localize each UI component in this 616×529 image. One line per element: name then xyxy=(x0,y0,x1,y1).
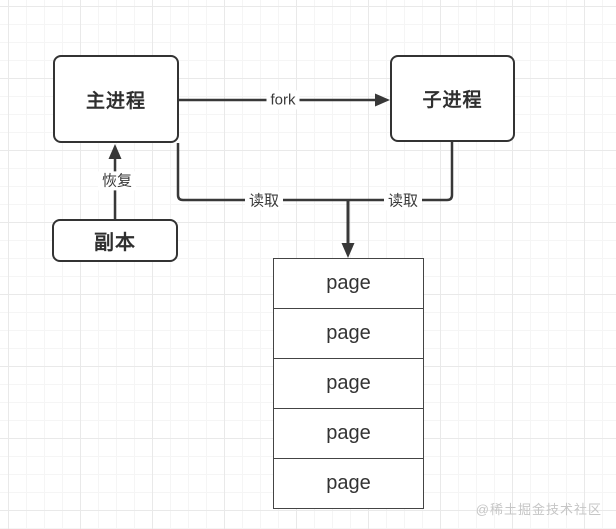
watermark-text: @稀土掘金技术社区 xyxy=(475,502,602,517)
edge-label-restore: 恢复 xyxy=(97,171,137,191)
page-cell: page xyxy=(326,272,371,294)
page-cell: page xyxy=(274,408,423,458)
node-child-process-label: 子进程 xyxy=(422,90,483,111)
page-cell: page xyxy=(274,458,423,508)
edge-label-read-right: 读取 xyxy=(383,191,423,211)
page-cell: page xyxy=(274,358,423,408)
node-child-process: 子进程 xyxy=(390,55,515,142)
node-main-process-label: 主进程 xyxy=(85,90,146,112)
fork-arrowhead-icon xyxy=(375,93,390,107)
node-replica-label: 副本 xyxy=(94,232,136,254)
page-cell: page xyxy=(274,308,423,358)
node-main-process: 主进程 xyxy=(53,55,179,143)
read-connector-line xyxy=(176,142,454,202)
node-replica: 副本 xyxy=(52,219,178,262)
pages-arrowhead-icon xyxy=(341,243,355,258)
restore-arrowhead-icon xyxy=(108,144,122,159)
page-stack: page page page page page xyxy=(273,258,424,509)
edge-label-read-left: 读取 xyxy=(244,191,284,211)
edge-label-fork: fork xyxy=(266,90,300,110)
